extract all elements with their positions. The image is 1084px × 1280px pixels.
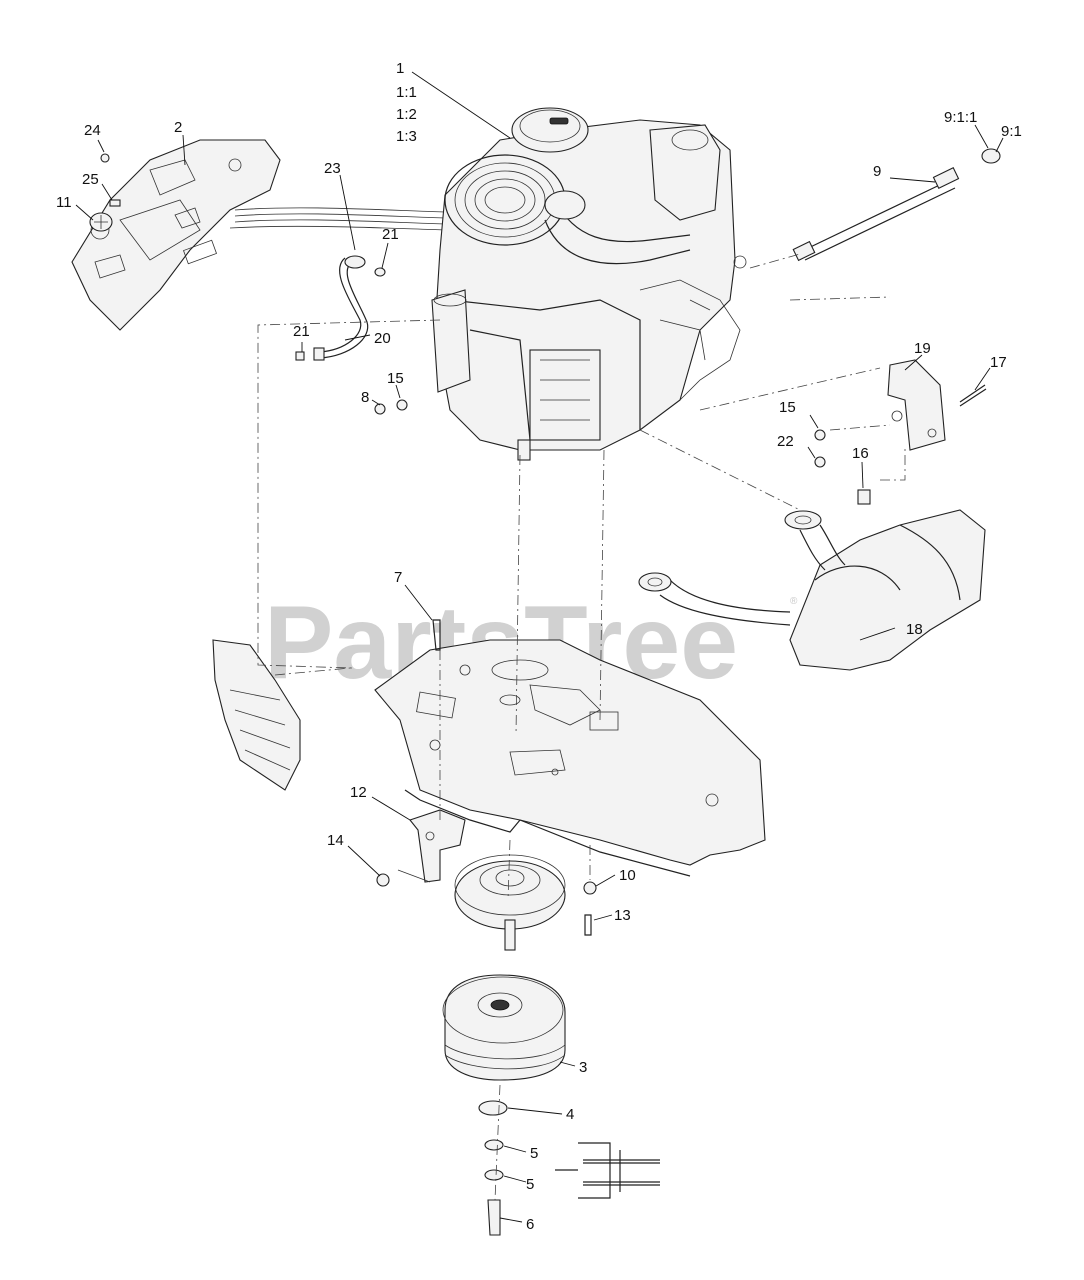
clamp-16 — [857, 489, 871, 505]
callout-15a: 15 — [387, 370, 404, 387]
breather-hose — [295, 255, 386, 361]
callout-20: 20 — [374, 330, 391, 347]
washer-detail — [555, 1142, 660, 1199]
callout-1: 1 — [396, 60, 404, 77]
callout-4: 4 — [566, 1106, 574, 1123]
callout-8: 8 — [361, 389, 369, 406]
callout-16: 16 — [852, 445, 869, 462]
engine-deck-plate — [374, 639, 766, 877]
nut-22 — [814, 456, 826, 468]
bolt-17 — [959, 384, 987, 407]
callout-3: 3 — [579, 1059, 587, 1076]
callout-1-2: 1:2 — [396, 106, 417, 123]
washer-15 — [396, 399, 408, 411]
callout-22: 22 — [777, 433, 794, 450]
control-panel — [71, 139, 281, 331]
callout-23: 23 — [324, 160, 341, 177]
wire-harness — [234, 207, 446, 213]
part-25 — [109, 199, 121, 207]
bolt-8 — [374, 403, 386, 415]
callout-5a: 5 — [530, 1145, 538, 1162]
engine-assembly — [431, 107, 747, 461]
side-shield — [212, 639, 301, 791]
callout-21b: 21 — [293, 323, 310, 340]
electric-clutch — [442, 974, 566, 1081]
callout-10: 10 — [619, 867, 636, 884]
callout-24: 24 — [84, 122, 101, 139]
callout-11: 11 — [56, 194, 72, 211]
washer-10 — [583, 881, 597, 895]
callout-12: 12 — [350, 784, 367, 801]
clutch-bracket — [409, 809, 466, 883]
nut-14 — [376, 873, 390, 887]
callout-14: 14 — [327, 832, 344, 849]
callout-9-1-1: 9:1:1 — [944, 109, 977, 126]
callout-13: 13 — [614, 907, 631, 924]
callout-25: 25 — [82, 171, 99, 188]
callout-1-3: 1:3 — [396, 128, 417, 145]
registered-mark-icon: ® — [790, 596, 798, 607]
washer-4 — [478, 1100, 508, 1116]
callout-9: 9 — [873, 163, 881, 180]
callout-9-1: 9:1 — [1001, 123, 1022, 140]
muffler — [638, 509, 986, 671]
pulley — [454, 854, 566, 951]
callout-19: 19 — [914, 340, 931, 357]
callout-21a: 21 — [382, 226, 399, 243]
callout-7: 7 — [394, 569, 402, 586]
callout-6: 6 — [526, 1216, 534, 1233]
callout-17: 17 — [990, 354, 1007, 371]
callout-2: 2 — [174, 119, 182, 136]
callout-5b: 5 — [526, 1176, 534, 1193]
key-knob — [89, 212, 113, 232]
bolt-6 — [487, 1199, 501, 1236]
muffler-bracket — [887, 359, 946, 451]
bolt-13 — [584, 914, 592, 936]
washer-5b — [484, 1169, 504, 1181]
callout-15b: 15 — [779, 399, 796, 416]
part-24 — [100, 153, 110, 163]
callout-18: 18 — [906, 621, 923, 638]
washer-5a — [484, 1139, 504, 1151]
fuel-line — [792, 148, 1001, 262]
callout-1-1: 1:1 — [396, 84, 417, 101]
washer-15b — [814, 429, 826, 441]
